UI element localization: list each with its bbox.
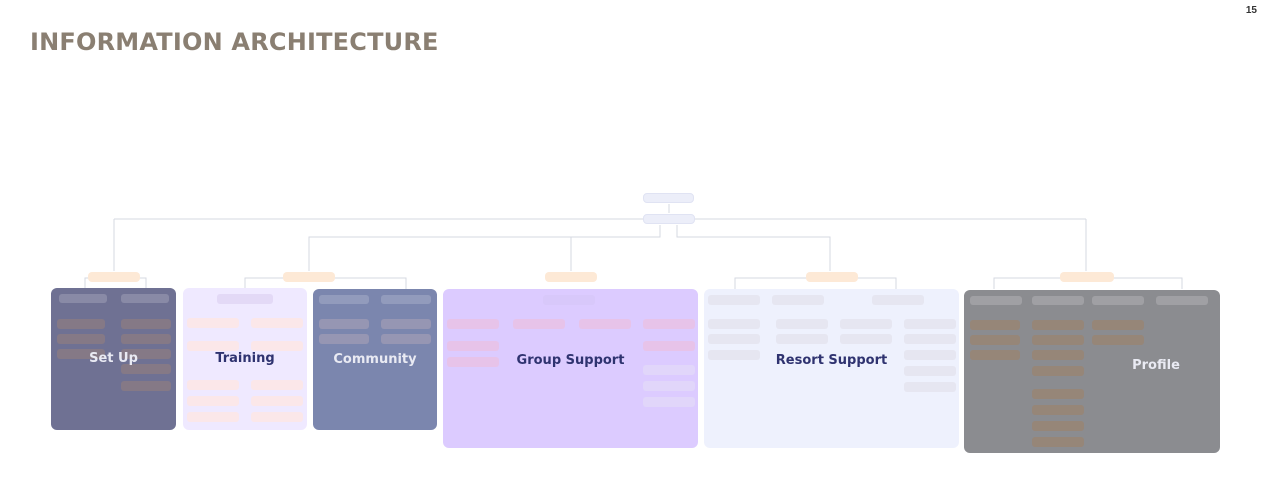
profile-column-head [970, 296, 1022, 305]
group-support-subnode [579, 319, 631, 329]
root-node [643, 193, 694, 203]
setup-subnode [121, 319, 171, 329]
resort-support-subnode [904, 319, 956, 329]
training-subnode [217, 294, 273, 304]
profile-subnode [1032, 437, 1084, 447]
profile-subnode [970, 320, 1020, 330]
setup-subnode [121, 349, 171, 359]
profile-column-head [1156, 296, 1208, 305]
section-label-community: Community [333, 352, 417, 367]
training-subnode [251, 341, 303, 351]
section-label-resort-support: Resort Support [775, 353, 888, 368]
setup-subnode [121, 364, 171, 374]
group-support-subnode [447, 319, 499, 329]
training-subnode [251, 318, 303, 328]
profile-subnode [1092, 320, 1144, 330]
profile-subnode [1032, 335, 1084, 345]
category-node-profile [1060, 272, 1114, 282]
training-subnode [187, 341, 239, 351]
resort-support-subnode [708, 295, 760, 305]
training-subnode [251, 412, 303, 422]
setup-subnode [121, 334, 171, 344]
community-column-head [319, 295, 369, 304]
setup-subnode [57, 334, 105, 344]
training-subnode [251, 396, 303, 406]
group-support-subnode [643, 397, 695, 407]
community-subnode [381, 319, 431, 329]
profile-column-head [1032, 296, 1084, 305]
community-subnode [319, 319, 369, 329]
community-subnode [381, 334, 431, 344]
group-support-subnode [643, 365, 695, 375]
group-support-subnode [513, 319, 565, 329]
resort-support-subnode [776, 319, 828, 329]
section-group-support[interactable]: Group Support [443, 289, 698, 448]
resort-support-subnode [904, 382, 956, 392]
setup-subnode [57, 349, 105, 359]
group-support-subnode [447, 341, 499, 351]
resort-support-subnode [904, 350, 956, 360]
profile-column-head [1092, 296, 1144, 305]
setup-subnode [57, 319, 105, 329]
resort-support-subnode [872, 295, 924, 305]
group-support-subnode [643, 319, 695, 329]
section-community[interactable]: Community [313, 289, 437, 430]
profile-subnode [1092, 335, 1144, 345]
category-node-resort-support [806, 272, 858, 282]
category-node-setup [88, 272, 140, 282]
group-support-subnode [543, 295, 595, 305]
profile-subnode [1032, 350, 1084, 360]
setup-subnode [121, 381, 171, 391]
training-subnode [187, 396, 239, 406]
resort-support-subnode [776, 334, 828, 344]
training-subnode [187, 412, 239, 422]
resort-support-subnode [708, 319, 760, 329]
section-label-profile: Profile [1132, 358, 1180, 373]
profile-subnode [1032, 405, 1084, 415]
resort-support-subnode [840, 334, 892, 344]
setup-column-head [59, 294, 107, 303]
profile-subnode [1032, 421, 1084, 431]
training-subnode [187, 380, 239, 390]
section-label-training: Training [215, 351, 275, 366]
training-subnode [187, 318, 239, 328]
section-label-setup: Set Up [89, 351, 138, 366]
community-column-head [381, 295, 431, 304]
profile-subnode [1032, 320, 1084, 330]
category-node-training-community [283, 272, 335, 282]
section-label-group-support: Group Support [516, 353, 625, 368]
resort-support-subnode [708, 350, 760, 360]
resort-support-subnode [840, 319, 892, 329]
profile-subnode [1032, 366, 1084, 376]
profile-subnode [1032, 389, 1084, 399]
group-support-subnode [643, 381, 695, 391]
page-number: 15 [1245, 5, 1257, 16]
section-training[interactable]: Training [183, 288, 307, 430]
group-support-subnode [447, 357, 499, 367]
section-resort-support[interactable]: Resort Support [704, 289, 959, 448]
category-node-group-support [545, 272, 597, 282]
section-profile[interactable]: Profile [964, 290, 1220, 453]
resort-support-subnode [772, 295, 824, 305]
resort-support-subnode [904, 366, 956, 376]
main-node [643, 214, 695, 224]
page-title: INFORMATION ARCHITECTURE [30, 28, 439, 56]
group-support-subnode [643, 341, 695, 351]
resort-support-subnode [708, 334, 760, 344]
profile-subnode [970, 350, 1020, 360]
community-subnode [319, 334, 369, 344]
section-setup[interactable]: Set Up [51, 288, 176, 430]
resort-support-subnode [904, 334, 956, 344]
profile-subnode [970, 335, 1020, 345]
setup-column-head [121, 294, 169, 303]
training-subnode [251, 380, 303, 390]
